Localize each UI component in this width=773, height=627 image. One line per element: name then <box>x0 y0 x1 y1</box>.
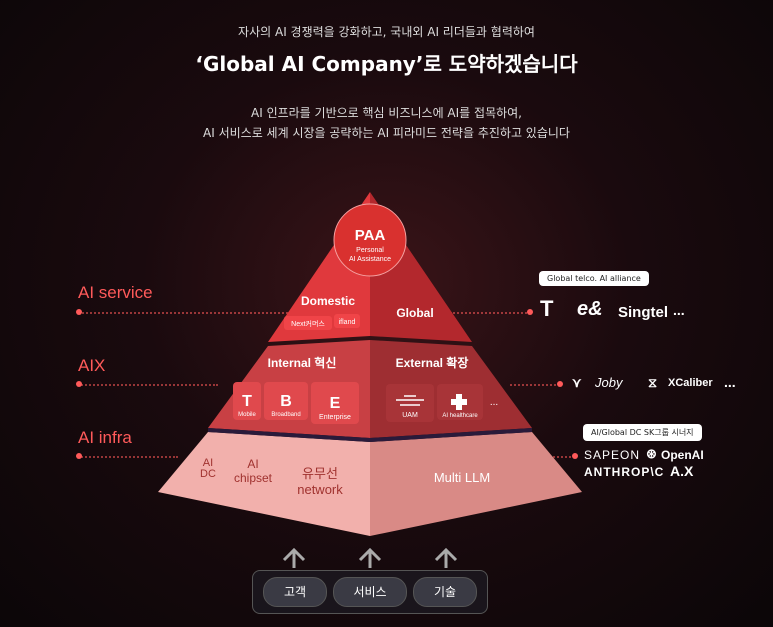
arrow-up-icon-3 <box>434 547 458 568</box>
network-label-1: 유무선 <box>302 466 338 481</box>
aix-right-line <box>510 384 560 386</box>
broadband-label: Broadband <box>271 412 300 418</box>
mobile-glyph: T <box>242 393 252 410</box>
infra-left-dot <box>76 453 82 459</box>
infra-left-line <box>78 456 178 458</box>
healthcare-label: AI healthcare <box>442 413 478 419</box>
level-label-aix: AIX <box>78 356 106 375</box>
multi-llm-label: Multi LLM <box>434 470 490 485</box>
t-logo: T <box>540 296 554 321</box>
service-left-line <box>78 312 288 314</box>
page-title: ‘Global AI Company’로 도약하겠습니다 <box>195 52 578 76</box>
infra-right-dot <box>572 453 578 459</box>
joby-icon: ⋎ <box>572 375 582 390</box>
domestic-label: Domestic <box>301 294 355 308</box>
broadband-tile <box>264 382 308 420</box>
ax-logo: A.X <box>670 463 694 479</box>
joby-logo: Joby <box>595 375 623 390</box>
ai-chipset-label-2: chipset <box>234 471 273 485</box>
sapeon-logo: SAPEON <box>584 448 641 462</box>
customer-button[interactable]: 고객 <box>263 577 327 607</box>
level-label-ai-infra: AI infra <box>78 428 132 447</box>
uam-label: UAM <box>402 412 418 419</box>
dc-synergy-tag: AI/Global DC SK그룹 시너지 <box>583 424 702 441</box>
service-left-dot <box>76 309 82 315</box>
xcaliber-logo: XCaliber <box>668 377 713 389</box>
description-line-2: AI 서비스로 세계 시장을 공략하는 AI 피라미드 전략을 추진하고 있습니… <box>203 126 570 140</box>
arrow-up-icon-2 <box>358 547 382 568</box>
infra-left-face <box>158 432 370 536</box>
ifland-label: ifland <box>339 319 356 326</box>
service-right-dot <box>527 309 533 315</box>
paa-title: PAA <box>355 227 386 244</box>
next-commerce-chip <box>284 316 332 330</box>
openai-icon: ⊛ <box>646 446 657 461</box>
network-label-2: network <box>297 482 343 497</box>
eand-logo: e& <box>577 298 603 320</box>
singtel-logo: Singtel <box>618 304 669 321</box>
aix-right-dot <box>557 381 563 387</box>
mobile-label: Mobile <box>238 412 256 418</box>
internal-label: Internal 혁신 <box>268 355 337 370</box>
ifland-chip <box>334 314 360 328</box>
arrow-up-icon-1 <box>282 547 306 568</box>
paa-circle <box>333 203 407 277</box>
level-label-ai-service: AI service <box>78 283 153 302</box>
uam-tile <box>386 384 434 422</box>
xcaliber-icon: ⧖ <box>648 375 658 390</box>
openai-logo: OpenAI <box>661 448 704 462</box>
tier-gap-lower <box>208 428 532 442</box>
infra-right-face <box>370 432 582 536</box>
header-line: 자사의 AI 경쟁력을 강화하고, 국내외 AI 리더들과 협력하여 <box>238 25 535 39</box>
service-more: ... <box>673 302 685 318</box>
technology-button[interactable]: 기술 <box>413 577 477 607</box>
ai-chipset-label-1: AI <box>247 457 258 471</box>
global-label: Global <box>396 306 433 320</box>
broadband-glyph: B <box>280 393 292 410</box>
paa-sub-1: Personal <box>356 247 384 254</box>
enterprise-label: Enterprise <box>319 414 351 421</box>
service-right-line <box>450 312 530 314</box>
ai-dc-label-2: DC <box>200 468 216 480</box>
next-commerce-label: Next커머스 <box>291 319 325 328</box>
description-line-1: AI 인프라를 기반으로 핵심 비즈니스에 AI를 접목하여, <box>251 106 522 120</box>
service-button[interactable]: 서비스 <box>333 577 407 607</box>
aix-partners-more: ... <box>724 374 736 390</box>
enterprise-glyph: E <box>330 395 341 412</box>
paa-sub-2: AI Assistance <box>349 256 391 263</box>
ai-dc-label-1: AI <box>203 457 213 469</box>
uam-icon <box>396 395 424 406</box>
global-telco-alliance-tag: Global telco. AI alliance <box>539 271 649 286</box>
enterprise-tile <box>311 382 359 424</box>
infra-right-line <box>545 456 575 458</box>
aix-left-dot <box>76 381 82 387</box>
aix-more: ... <box>490 397 498 408</box>
mobile-tile <box>233 382 261 420</box>
healthcare-icon <box>451 394 467 410</box>
anthropic-logo: ANTHROP\C <box>584 465 665 479</box>
external-label: External 확장 <box>396 355 469 370</box>
aix-left-line <box>78 384 218 386</box>
